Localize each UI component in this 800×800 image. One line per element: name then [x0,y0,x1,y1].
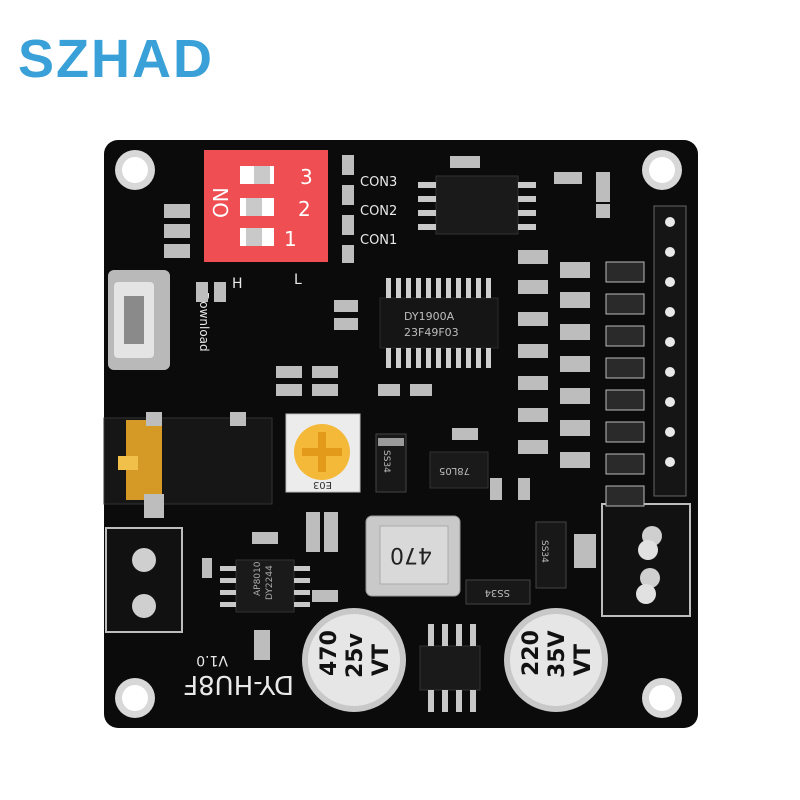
flash-chip [418,175,536,235]
dip-on-label: ON [209,187,233,218]
power-terminal [601,503,691,617]
cap1-voltage: 25v [343,632,368,678]
brand-logo: SZHAD [18,29,214,89]
inductor: 470 [365,515,461,597]
amp-label-line2: DY2244 [265,565,275,600]
potentiometer: E03 [285,413,361,493]
con1-label: CON1 [360,233,397,248]
diode-c-label: SS34 [539,540,549,563]
usb-port [108,270,170,370]
bottom-chip [419,624,481,712]
main-chip-line2: 23F49F03 [404,326,459,339]
inductor-label: 470 [390,542,432,567]
audio-jack [103,412,273,518]
capacitor-470: 470 25v VT [302,608,406,712]
capacitor-220: 220 35V VT [504,608,608,712]
con2-label: CON2 [360,204,397,219]
dip-number-2: 2 [298,197,311,221]
diode-a-label: SS34 [381,450,391,473]
pin-header [653,205,687,497]
pot-label: E03 [313,479,332,490]
cap1-mark: VT [369,644,394,676]
con-labels: CON3 CON2 CON1 [360,175,397,248]
dip-number-1: 1 [284,227,297,251]
version-label: V1.0 [196,652,228,668]
cap2-voltage: 35V [545,630,570,678]
cap2-mark: VT [571,644,596,676]
smd-parts-misc [164,156,610,660]
l-label: L [294,272,302,288]
diode-b-label: SS34 [485,587,510,598]
main-chip-line1: DY1900A [404,310,455,323]
h-label: H [232,276,243,292]
mounting-holes [115,150,682,718]
cap1-value: 470 [317,630,342,676]
diode-b: SS34 [465,579,531,605]
download-label: Download [197,292,211,352]
dip-number-3: 3 [300,165,313,189]
main-chip: DY1900A 23F49F03 [379,278,499,368]
amplifier-chip: AP8010 DY2244 [220,559,310,613]
con3-label: CON3 [360,175,397,190]
dip-switch: ON 1 2 3 [204,150,328,262]
regulator-label: 78L05 [439,465,470,476]
speaker-terminal [105,527,183,633]
voltage-regulator: 78L05 [429,451,489,489]
model-label: DY-HU8F [183,669,294,699]
smd-array-right [518,250,645,507]
cap2-value: 220 [519,630,544,676]
smd-pads-con [342,155,354,263]
amp-label-line1: AP8010 [253,561,263,596]
diode-c: SS34 [535,521,567,589]
diode-a: SS34 [375,433,407,493]
